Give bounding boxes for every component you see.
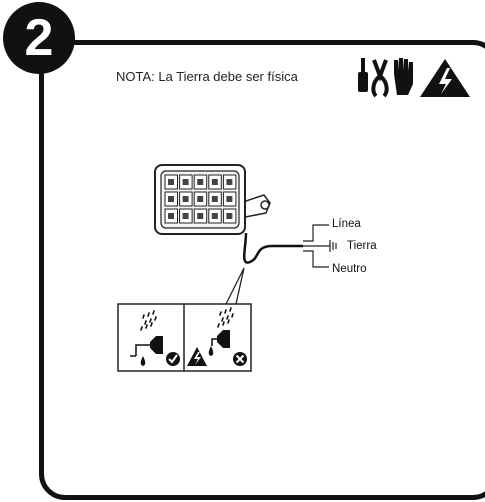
led-chip [182,213,189,219]
led-chip [226,213,233,219]
led-chip [182,179,189,185]
led-chip [226,196,233,202]
water-drop [227,319,230,324]
water-drops-icon [217,307,234,328]
water-drop [231,313,234,318]
power-cable [243,232,303,264]
led-chip [197,196,204,202]
socket-icon [217,330,230,348]
gloves-icon [394,58,413,95]
note-text: NOTA: La Tierra debe ser física [116,69,298,84]
water-drop [144,320,147,325]
electric-hazard-icon [187,347,207,366]
check-icon [166,352,180,366]
led-chip [211,179,218,185]
water-drop [150,322,153,327]
water-drop [140,326,143,331]
water-drop [152,310,155,315]
incorrect-installation-panel [187,307,247,366]
cross-icon [233,352,247,366]
water-drop [222,321,225,326]
neutral-label: Neutro [332,263,367,275]
water-drop [217,323,220,328]
water-drop-icon [208,346,214,356]
water-drop [142,314,145,319]
water-drop [145,324,148,329]
pliers-icon [371,59,389,98]
led-chip [182,196,189,202]
water-drop [219,311,222,316]
led-chip [226,179,233,185]
led-grid [164,174,237,224]
water-drop [149,318,152,323]
detail-panels [117,303,252,372]
line-label: Línea [332,218,361,230]
water-drop [224,309,227,314]
socket-icon [150,336,163,354]
water-drop [147,312,150,317]
water-drop [221,317,224,322]
led-chip [197,213,204,219]
correct-installation-panel [130,310,180,366]
water-drop [229,307,232,312]
water-drop [226,315,229,320]
led-chip [168,196,174,202]
led-chip [211,213,218,219]
water-drops-icon [140,310,157,331]
water-drop [154,316,157,321]
led-chip [168,179,174,185]
led-chip [197,179,204,185]
wiring-symbol [303,224,337,268]
water-drop-icon [140,356,146,366]
led-chip [168,213,174,219]
electric-hazard-icon [420,59,470,97]
earth-label: Tierra [347,240,377,252]
detail-callout-pointer [225,267,245,305]
led-chip [211,196,218,202]
step-number-badge: 2 [3,2,75,74]
screwdriver-icon [358,58,368,92]
step-frame [39,40,485,500]
